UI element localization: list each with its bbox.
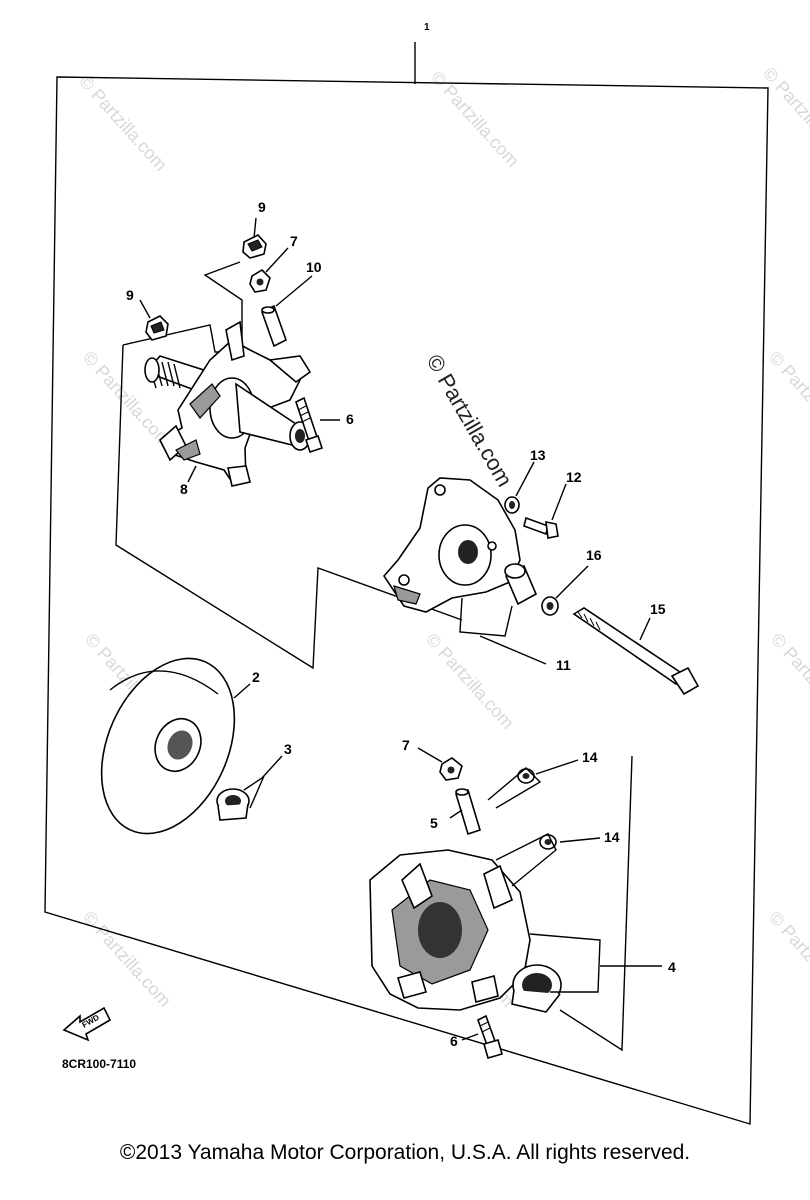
part-7-nut-upper — [249, 268, 271, 293]
part-11-cover — [382, 477, 521, 613]
leader-line — [479, 635, 547, 665]
part-14-washer-upper — [517, 768, 535, 784]
part-5-pin — [455, 788, 481, 836]
callout-leaders — [139, 217, 651, 1041]
callout-label: 5 — [430, 815, 438, 831]
diagram-code: 8CR100-7110 — [62, 1057, 136, 1071]
subgroup-outline — [122, 261, 243, 353]
part-6-bolt-lower — [477, 1014, 503, 1059]
part-7-nut-lower — [439, 757, 463, 781]
callout-label: 2 — [252, 669, 260, 685]
fwd-arrow-icon: FWD — [62, 1006, 112, 1042]
leader-line — [459, 597, 513, 637]
part-4-bushing — [511, 964, 562, 1013]
leader-line — [559, 755, 633, 1052]
part-16-washer — [541, 596, 559, 616]
callout-label: 15 — [650, 601, 666, 617]
part-12-bolt — [523, 516, 559, 539]
part-4-movable-sheave — [369, 849, 531, 1011]
watermark-large: © Partzilla.com — [422, 350, 518, 491]
callout-label: 14 — [604, 829, 620, 845]
part-8-spider — [144, 320, 312, 487]
part-11-bushing — [504, 563, 538, 606]
callout-label: 7 — [290, 233, 298, 249]
part-2-sheave — [100, 657, 236, 835]
watermark: © Partzilla.com — [765, 347, 810, 451]
callout-label: 16 — [586, 547, 602, 563]
part-15-long-bolt — [572, 607, 700, 696]
callout-label: 11 — [556, 657, 571, 673]
part-6-bolt-upper — [295, 396, 324, 454]
callout-numbers: 2 3 4 5 6 6 7 7 8 9 9 10 11 12 13 14 14 … — [126, 199, 676, 1049]
callout-label: 14 — [582, 749, 598, 765]
part-13-washer — [504, 496, 520, 514]
leader-line — [529, 933, 601, 993]
callout-label: 6 — [346, 411, 354, 427]
callout-label: 13 — [530, 447, 546, 463]
subgroup-outline — [115, 344, 463, 670]
callout-label: 7 — [402, 737, 410, 753]
callout-label: 8 — [180, 481, 188, 497]
watermark: © Partzilla.com — [765, 907, 810, 1011]
watermark: © Partzilla.com — [767, 629, 810, 733]
part-3-collar — [216, 788, 250, 821]
watermark: © Partzilla.com — [79, 907, 175, 1011]
callout-label: 3 — [284, 741, 292, 757]
leader-line — [495, 833, 557, 887]
watermark: © Partzilla.com — [75, 71, 171, 175]
leader-line — [487, 767, 542, 809]
callout-label: 12 — [566, 469, 582, 485]
part-9-upper — [242, 234, 267, 259]
callout-label: 4 — [668, 959, 676, 975]
part-9-left — [145, 315, 169, 341]
callout-label: 9 — [258, 199, 266, 215]
watermark: © Partzilla.com — [422, 629, 518, 733]
top-marker: 1 — [424, 22, 430, 33]
assembly-frame — [44, 76, 769, 1125]
callout-label: 9 — [126, 287, 134, 303]
part-10-pin — [261, 304, 287, 348]
copyright-notice: ©2013 Yamaha Motor Corporation, U.S.A. A… — [119, 1141, 691, 1164]
callout-label: 6 — [450, 1033, 458, 1049]
callout-label: 10 — [306, 259, 322, 275]
